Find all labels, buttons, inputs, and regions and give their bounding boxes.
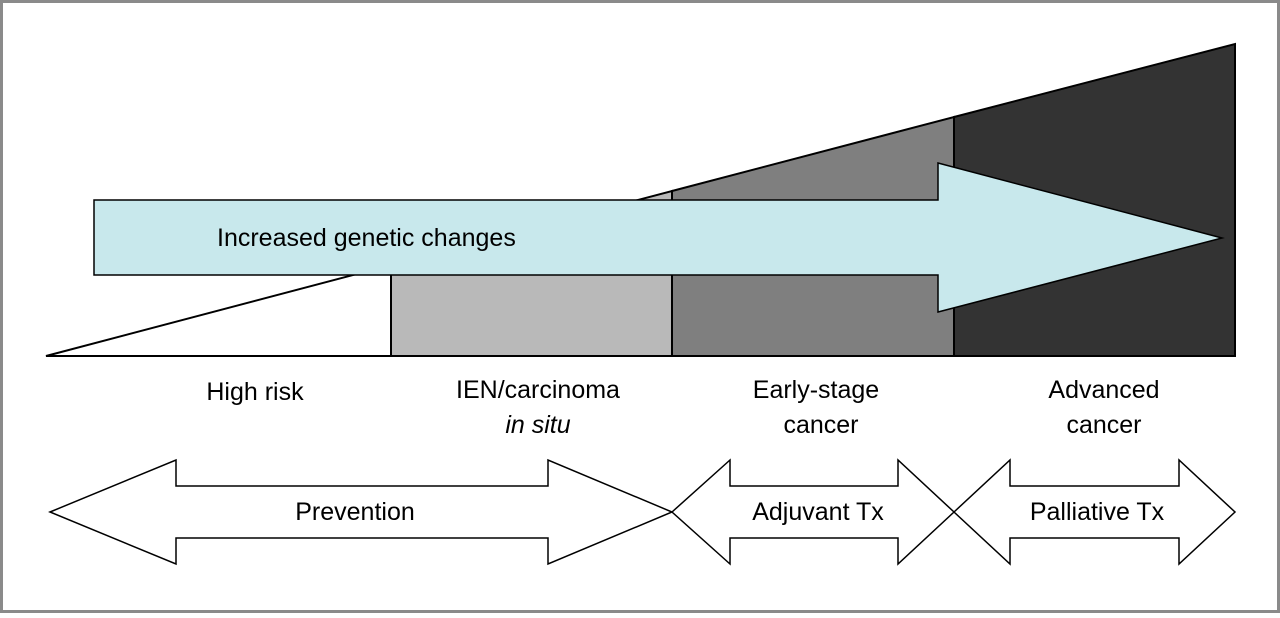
genetic-changes-label: Increased genetic changes bbox=[217, 224, 516, 252]
adjuvant-label: Adjuvant Tx bbox=[752, 498, 884, 526]
palliative-label: Palliative Tx bbox=[1030, 498, 1165, 526]
stage-label-ien-insitu: in situ bbox=[505, 411, 570, 439]
stage-label-early: Early-stage bbox=[753, 376, 879, 404]
genetic-changes-arrow bbox=[93, 162, 1225, 313]
stage-label-advanced: Advanced bbox=[1048, 376, 1159, 404]
palliative-double-arrow bbox=[952, 458, 1237, 566]
stage-label-ien: IEN/carcinoma bbox=[456, 376, 620, 404]
stage-label-high-risk: High risk bbox=[206, 378, 304, 406]
stage-label-early-cancer: cancer bbox=[783, 411, 858, 439]
stage-label-advanced-cancer: cancer bbox=[1066, 411, 1141, 439]
prevention-label: Prevention bbox=[295, 498, 415, 526]
